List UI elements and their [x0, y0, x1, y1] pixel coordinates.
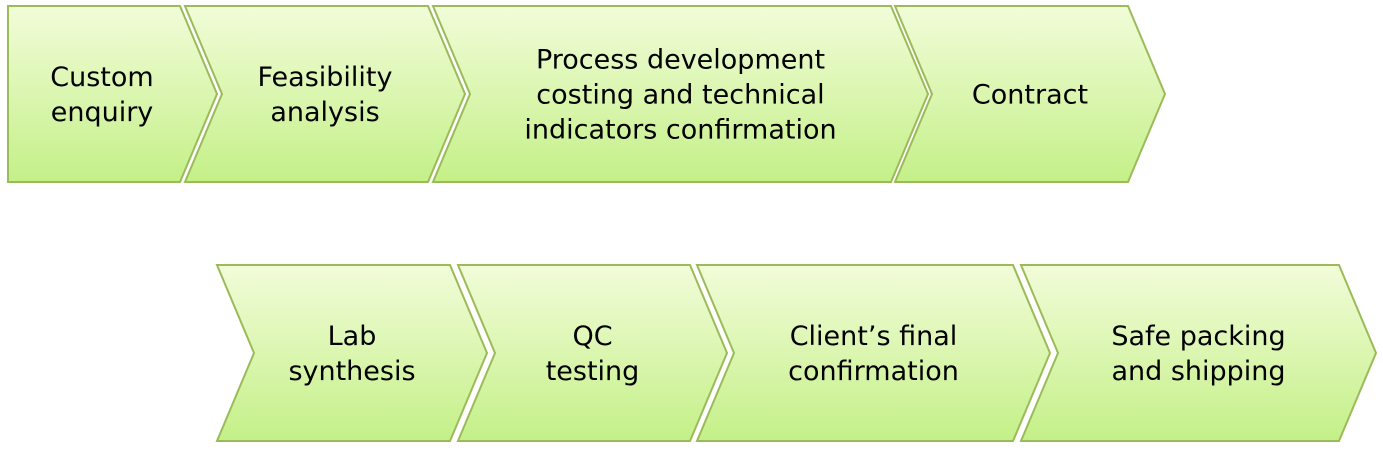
process-step-1: Custom enquiry [7, 5, 219, 183]
step-label: Custom enquiry [50, 62, 153, 128]
step-label-line: synthesis [288, 356, 415, 387]
step-label: Safe packing and shipping [1111, 321, 1285, 387]
chevron-shape [215, 264, 489, 442]
step-label: Feasibility analysis [258, 62, 393, 128]
chevron-shape [456, 264, 729, 442]
step-label: Lab synthesis [288, 321, 415, 387]
step-label-line: Contract [972, 80, 1088, 111]
chevron-shape [1019, 264, 1378, 442]
step-label-line: Client’s final [790, 321, 958, 352]
process-steps: Custom enquiry Feasibility analysis Process … [7, 5, 1378, 442]
process-step-8: Safe packing and shipping [1019, 264, 1378, 442]
process-step-5: Lab synthesis [215, 264, 489, 442]
step-label-line: testing [546, 356, 640, 387]
step-label-line: confirmation [788, 356, 959, 387]
step-label-line: indicators confirmation [524, 115, 836, 146]
step-label: Client’s final confirmation [788, 321, 959, 387]
chevron-shape [7, 5, 219, 183]
step-label-line: and shipping [1111, 356, 1285, 387]
step-label-line: QC [572, 321, 612, 352]
chevron-shape [893, 5, 1167, 183]
step-label-line: Process development [536, 45, 825, 76]
step-label-line: enquiry [51, 97, 154, 128]
process-step-2: Feasibility analysis [183, 5, 467, 183]
step-label-line: Safe packing [1111, 321, 1285, 352]
step-label-line: Custom [50, 62, 153, 93]
chevron-shape [183, 5, 467, 183]
step-label: Process development costing and technical… [524, 45, 836, 146]
process-step-4: Contract [893, 5, 1167, 183]
step-label-line: analysis [270, 97, 379, 128]
step-label: Contract [972, 80, 1088, 111]
process-step-3: Process development costing and technical… [431, 5, 930, 183]
process-step-6: QC testing [456, 264, 729, 442]
process-step-7: Client’s final confirmation [695, 264, 1052, 442]
step-label-line: Feasibility [258, 62, 393, 93]
chevron-shape [431, 5, 930, 183]
step-label-line: costing and technical [536, 80, 824, 111]
step-label-line: Lab [328, 321, 377, 352]
chevron-shape [695, 264, 1052, 442]
step-label: QC testing [546, 321, 640, 387]
